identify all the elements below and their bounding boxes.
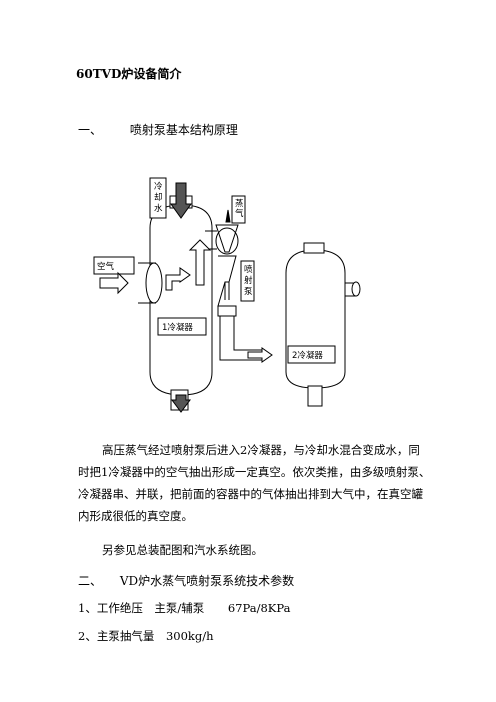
cooling-water-arrow-icon <box>170 182 192 219</box>
air-up-arrow-icon <box>165 267 191 291</box>
cooling-water-label-box <box>149 177 167 219</box>
spec-item-1-label: 1、工作绝压 主泵/辅泵 <box>78 601 205 615</box>
ejector-discharge-pipe <box>219 316 262 361</box>
label-air: 空气 <box>97 261 115 272</box>
internal-flow-arrow-icon <box>188 239 212 286</box>
condenser-2-top-outlet <box>303 242 325 254</box>
spec-item-2: 2、主泵抽气量 300kg/h <box>78 628 214 644</box>
air-inlet-arrow-icon <box>99 271 129 295</box>
ejector-diffuser <box>217 255 237 307</box>
ejector-outlet <box>217 305 237 317</box>
label-ejector-pump: 喷射泵 <box>244 264 253 297</box>
paragraph-1: 高压蒸气经过喷射泵后进入2冷凝器，与冷却水混合变成水，同 时把1冷凝器中的空气抽… <box>78 439 430 527</box>
condenser-1-label-box <box>157 317 207 336</box>
paragraph-2: 另参见总装配图和汽水系统图。 <box>102 543 263 557</box>
condenser-1-vessel <box>149 204 213 396</box>
paragraph-1-line-3: 冷凝器串、并联，把前面的容器中的气体抽出排到大气中，在真空罐 <box>78 487 423 501</box>
condenser-2-vessel <box>285 249 346 389</box>
air-label-box <box>93 256 135 275</box>
condenser-2-side-flange <box>351 281 361 297</box>
air-inlet-flange <box>145 262 163 304</box>
label-condenser-2: 2冷凝器 <box>292 350 323 361</box>
paragraph-1-line-1: 高压蒸气经过喷射泵后进入2冷凝器，与冷却水混合变成水，同 <box>102 443 420 457</box>
section-2-number: 二、 <box>78 574 103 588</box>
spec-item-2-value: 300kg/h <box>165 629 214 643</box>
label-cooling-water: 冷却水 <box>154 181 163 214</box>
spec-item-2-label: 2、主泵抽气量 <box>78 629 155 643</box>
ejector-nozzle <box>215 224 239 253</box>
page-title: 60TVD炉设备简介 <box>76 67 182 81</box>
section-2-heading: 二、 VD炉水蒸气喷射泵系统技术参数 <box>78 572 294 589</box>
label-steam: 蒸气 <box>235 198 244 219</box>
section-1-text: 喷射泵基本结构原理 <box>129 123 238 137</box>
spec-item-1-value: 67Pa/8KPa <box>227 601 291 615</box>
ejector-tube <box>224 282 230 300</box>
spec-item-1: 1、工作绝压 主泵/辅泵 67Pa/8KPa <box>78 600 290 616</box>
condenser-2-bottom-outlet <box>307 385 323 407</box>
section-1-heading: 一、 喷射泵基本结构原理 <box>78 121 238 138</box>
ejector-suction-chamber <box>215 227 239 255</box>
paragraph-1-line-2: 时把1冷凝器中的空气抽出形成一定真空。依次类推，由多级喷射泵、 <box>78 465 431 479</box>
paragraph-1-line-4: 内形成很低的真空度。 <box>78 509 193 523</box>
condenser-2-label-box <box>287 345 336 364</box>
section-1-number: 一、 <box>78 123 103 137</box>
flow-arrows <box>99 182 273 413</box>
section-2-text: VD炉水蒸气喷射泵系统技术参数 <box>119 574 295 588</box>
drain-arrow-icon <box>171 394 191 413</box>
ejector-label-box <box>240 260 255 302</box>
steam-arrow-icon <box>225 209 231 223</box>
discharge-arrow-icon <box>247 347 273 363</box>
label-condenser-1: 1冷凝器 <box>162 322 193 333</box>
steam-label-box <box>231 195 246 224</box>
